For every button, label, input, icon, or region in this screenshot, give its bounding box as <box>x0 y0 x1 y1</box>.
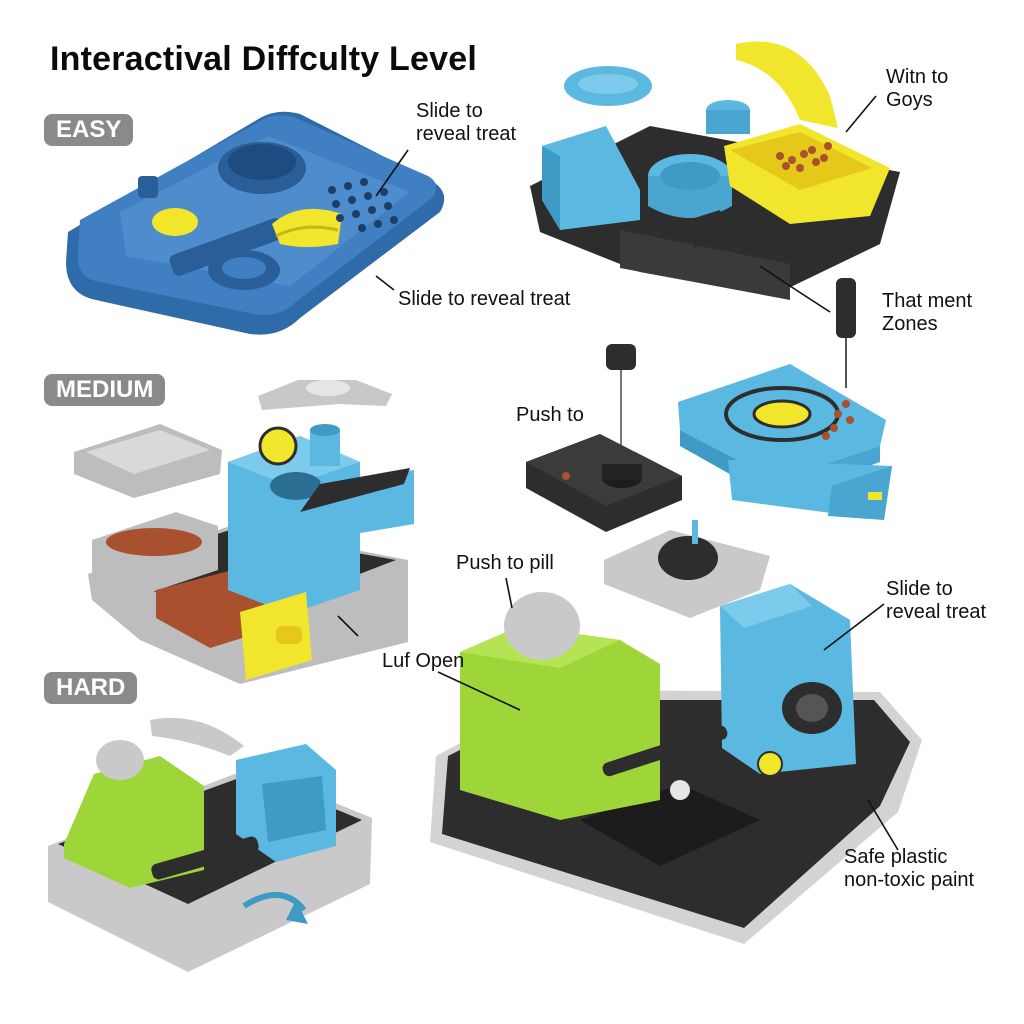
leader-lines <box>337 95 899 851</box>
label-safe-plastic: Safe plastic non-toxic paint <box>844 846 975 891</box>
slider-panel-illustration <box>678 364 892 520</box>
label-that-ment-zones: That ment Zones <box>882 290 973 335</box>
easy-blue-tray-illustration <box>66 111 445 335</box>
label-push-to: Push to <box>516 404 584 426</box>
level-badge-easy: EASY <box>44 114 134 146</box>
level-badge-hard: HARD <box>44 672 138 704</box>
label-easy-slide-top: Slide to reveal treat <box>416 100 517 145</box>
page-title: Interactival Diffculty Level <box>50 40 477 78</box>
level-badge-medium: MEDIUM <box>44 374 166 406</box>
push-base-illustration <box>526 344 682 532</box>
easy-tray-holes <box>328 178 398 232</box>
label-hard-slide: Slide to reveal treat <box>886 578 987 623</box>
label-witn-to-goys: Witn to Goys <box>886 66 949 111</box>
large-hard-puzzle-illustration <box>430 520 922 944</box>
peg-illustration <box>836 278 856 388</box>
top-right-kibble <box>776 142 832 172</box>
top-right-puzzle-illustration <box>530 41 900 300</box>
hard-puzzle-illustration <box>48 717 372 972</box>
label-push-to-pill: Push to pill <box>456 552 554 574</box>
medium-puzzle-illustration <box>74 380 414 684</box>
label-easy-slide-bottom: Slide to reveal treat <box>398 288 571 310</box>
label-luf-open: Luf Open <box>382 650 465 672</box>
